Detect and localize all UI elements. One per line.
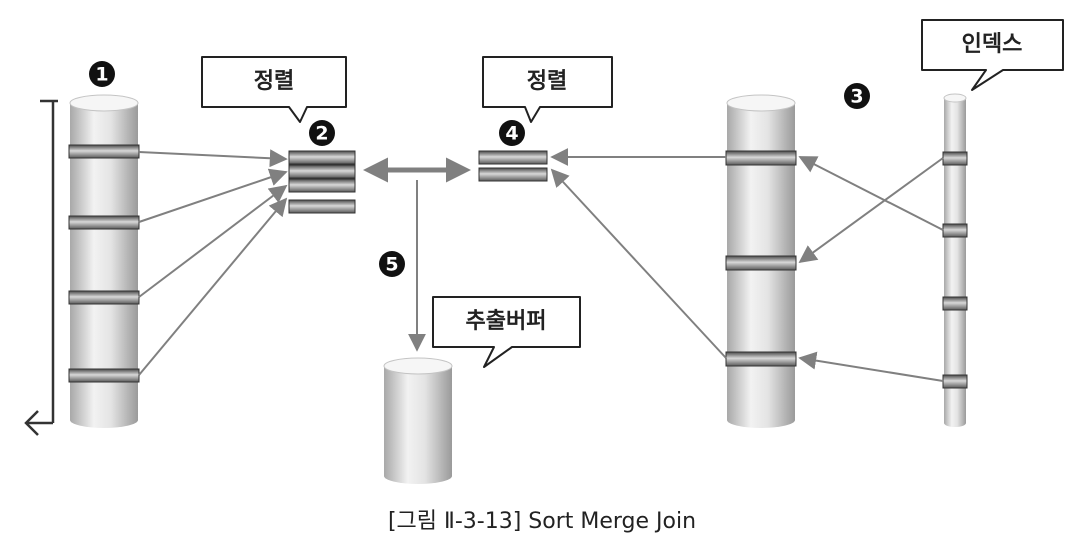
extract-buffer-callout: 추출버퍼: [432, 296, 581, 368]
left-sort-buffer: [288, 150, 356, 214]
right-sort-buffer: [478, 150, 548, 182]
left-table-cylinder: [68, 94, 140, 428]
sort-callout-left: 정렬: [201, 56, 347, 123]
svg-text:2: 2: [315, 123, 328, 145]
right-table-cylinder: [725, 94, 797, 428]
index-to-table-arrows: [798, 156, 944, 382]
index-callout-label: 인덱스: [962, 32, 1023, 57]
figure-caption: [그림 Ⅱ-3-13] Sort Merge Join: [388, 509, 696, 534]
right-rows-to-sort-arrows: [550, 148, 727, 359]
index-cylinder: [942, 93, 968, 427]
svg-text:4: 4: [505, 123, 518, 145]
step-marker-4: 4: [499, 120, 525, 146]
left-rows-to-sort-arrows: [138, 149, 288, 376]
step-marker-3: 3: [844, 83, 870, 109]
step-marker-5: 5: [379, 251, 405, 277]
step-marker-1: 1: [89, 61, 115, 87]
svg-text:3: 3: [850, 86, 863, 108]
sort-callout-right: 정렬: [482, 56, 613, 123]
extract-buffer-cylinder: [383, 357, 453, 484]
svg-text:1: 1: [95, 64, 108, 86]
svg-text:5: 5: [385, 254, 398, 276]
sort-callout-left-label: 정렬: [254, 69, 294, 94]
sort-callout-right-label: 정렬: [527, 69, 567, 94]
index-callout: 인덱스: [921, 19, 1064, 91]
extract-buffer-callout-label: 추출버퍼: [466, 309, 547, 334]
step-marker-2: 2: [309, 120, 335, 146]
scan-direction-bracket: [24, 99, 58, 436]
